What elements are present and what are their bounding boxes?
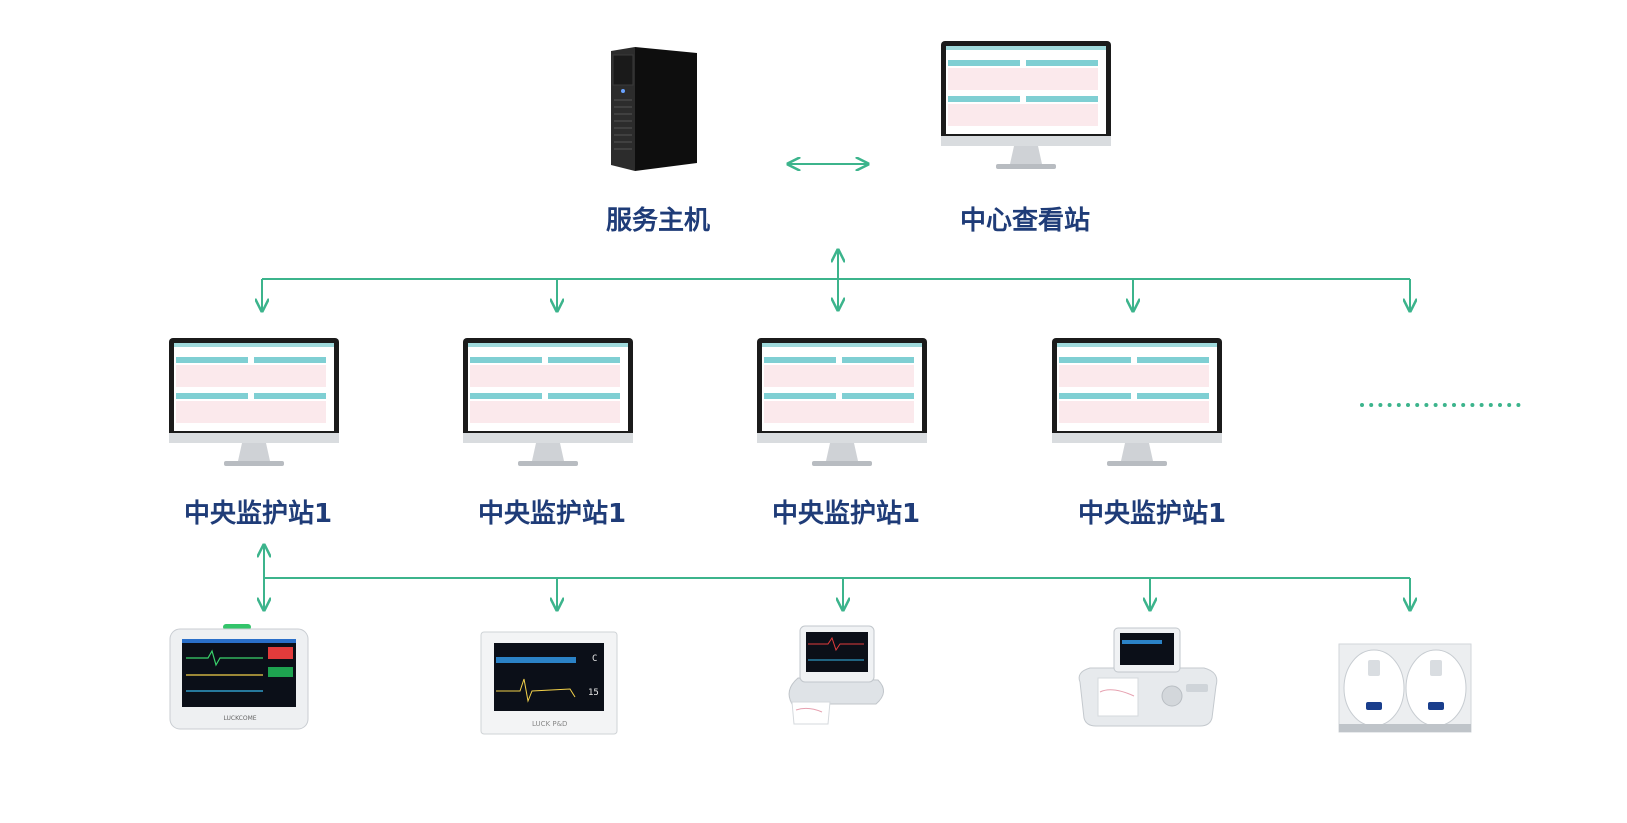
more-stations-indicator (1360, 403, 1521, 407)
ellipsis-dot (1498, 403, 1502, 407)
ellipsis-dot (1516, 403, 1521, 407)
monitor-icon (1052, 338, 1222, 466)
svg-text:C: C (592, 654, 597, 664)
patient-monitor-icon: LUCKCOME (169, 624, 309, 730)
monitor-icon (169, 338, 339, 466)
ellipsis-dot (1387, 403, 1392, 407)
central-station-monitor-1 (168, 337, 340, 475)
ellipsis-dot (1433, 403, 1438, 407)
central-station-monitor-4 (1051, 337, 1223, 475)
fetal-monitor-screen-icon: C 15 LUCK P&D (480, 631, 618, 735)
viewer-label: 中心查看站 (959, 206, 1090, 236)
ellipsis-dot (1442, 403, 1447, 407)
monitor-icon (463, 338, 633, 466)
server-label: 服务主机 (605, 206, 710, 236)
ellipsis-dot (1479, 403, 1484, 407)
central-station-label-2: 中央监护站1 (477, 499, 627, 529)
ellipsis-dot (1415, 403, 1420, 407)
ellipsis-dot (1360, 403, 1364, 407)
ellipsis-dot (1369, 403, 1374, 407)
monitor-icon (941, 41, 1111, 169)
patient-monitor-brand: LUCKCOME (223, 715, 256, 722)
ellipsis-dot (1396, 403, 1401, 407)
fetal-monitor-console-icon (1078, 627, 1218, 727)
central-station-label-4: 中央监护站1 (1077, 499, 1227, 529)
ellipsis-dot (1461, 403, 1466, 407)
monitor-icon (757, 338, 927, 466)
viewer-monitor (940, 40, 1112, 178)
tower-server-icon (611, 47, 697, 171)
ellipsis-dot (1406, 403, 1410, 407)
ellipsis-dot (1452, 403, 1456, 407)
central-station-label-3: 中央监护站1 (771, 499, 921, 529)
central-station-label-1: 中央监护站1 (183, 499, 333, 529)
fetal-monitor-printer-icon (788, 625, 884, 725)
central-station-monitor-2 (462, 337, 634, 475)
ellipsis-dot (1507, 403, 1512, 407)
central-station-monitor-3 (756, 337, 928, 475)
fetal-monitor-brand: LUCK P&D (532, 720, 567, 728)
ellipsis-dot (1488, 403, 1493, 407)
ellipsis-dot (1378, 403, 1383, 407)
ellipsis-dot (1470, 403, 1475, 407)
svg-text:15: 15 (588, 688, 599, 698)
ellipsis-dot (1424, 403, 1429, 407)
wireless-probe-dock-icon (1338, 643, 1472, 733)
